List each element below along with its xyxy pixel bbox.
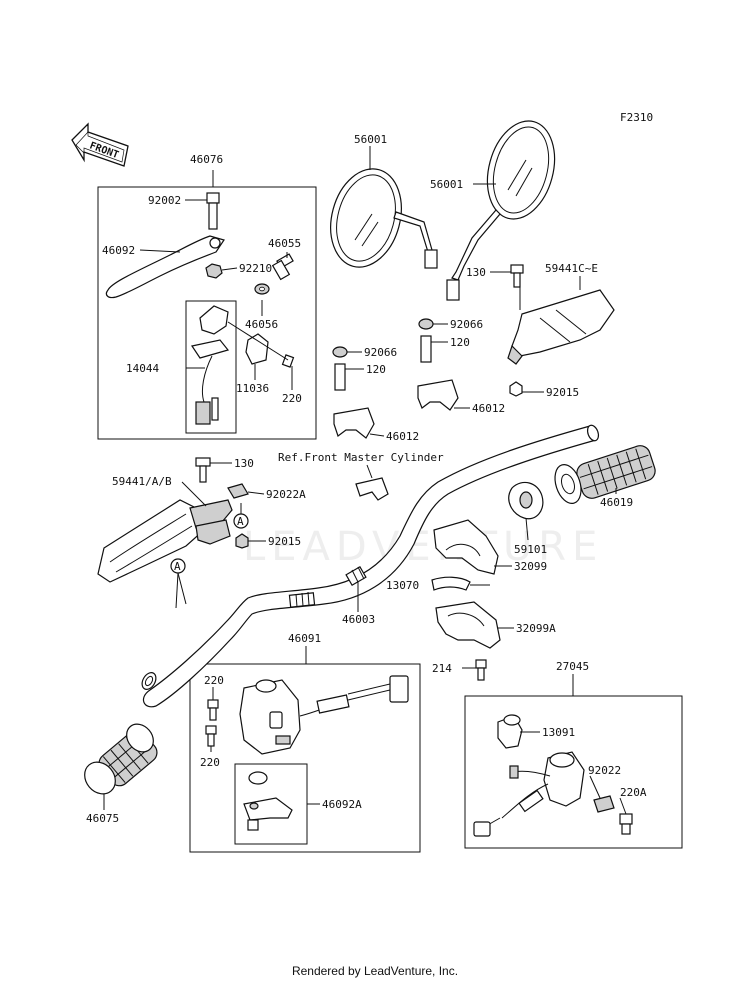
callout-92022a: 92022A [266, 488, 306, 501]
callout-92015-upper: 92015 [546, 386, 579, 399]
callout-32099a: 32099A [516, 622, 556, 635]
callout-46091: 46091 [288, 632, 321, 645]
callout-92015-lower: 92015 [268, 535, 301, 548]
bolt-92002 [206, 192, 220, 230]
screw-220-switch-lower [205, 725, 217, 747]
handlebar-46003 [141, 424, 600, 708]
callout-46056: 46056 [245, 318, 278, 331]
callout-214: 214 [432, 662, 452, 675]
bracket-11036 [245, 333, 269, 365]
throttle-switch-assembly [473, 751, 585, 837]
screw-46055 [271, 253, 294, 281]
callout-220-switch-lower: 220 [200, 756, 220, 769]
figure-code: F2310 [620, 111, 653, 124]
mirror-left-56001 [330, 168, 438, 269]
nut-92015-lower [235, 533, 249, 549]
watermark-text: LEADVENTURE [243, 524, 603, 570]
callout-120-left: 120 [366, 363, 386, 376]
clutch-lever-46092 [105, 235, 225, 299]
callout-130-lower: 130 [234, 457, 254, 470]
callout-32099: 32099 [514, 560, 547, 573]
callout-11036: 11036 [236, 382, 269, 395]
holder-46012-right [417, 379, 459, 411]
mirror-right-56001 [446, 120, 556, 301]
bolt-130-upper [510, 264, 524, 288]
bolt-130-lower [195, 457, 211, 483]
grip-46019 [554, 445, 656, 504]
lever-46092a [243, 771, 293, 831]
callout-27045: 27045 [556, 660, 589, 673]
switch-housing-46091 [239, 679, 301, 755]
callout-46075: 46075 [86, 812, 119, 825]
callout-220a: 220A [620, 786, 647, 799]
ring-13070 [431, 576, 471, 591]
callout-46092: 46092 [102, 244, 135, 257]
bolt-120-right [420, 335, 432, 363]
callout-46003: 46003 [342, 613, 375, 626]
callout-46055: 46055 [268, 237, 301, 250]
handlebar-switch-group-box [189, 663, 421, 853]
clutch-lever-group-box [97, 186, 317, 440]
throttle-housing-13091 [497, 714, 523, 749]
callout-46012-right: 46012 [472, 402, 505, 415]
front-arrow-icon: FRONT [71, 122, 129, 167]
clutch-switch-14044 [191, 305, 230, 425]
nut-92015-upper [509, 381, 523, 397]
throttle-case-32099 [433, 519, 499, 575]
callout-46019: 46019 [600, 496, 633, 509]
screw-220-switch-upper [207, 699, 219, 721]
callout-120-right: 120 [450, 336, 470, 349]
hand-guard-right-59441ce [507, 289, 615, 365]
callout-92066-right: 92066 [450, 318, 483, 331]
grip-46075 [84, 723, 158, 795]
callout-56001-right: 56001 [430, 178, 463, 191]
screw-214 [475, 659, 487, 681]
marker-a-upper-label: A [237, 515, 244, 528]
callout-92210: 92210 [239, 262, 272, 275]
callout-59441ab: 59441/A/B [112, 475, 172, 488]
clip-92022 [593, 795, 615, 813]
callout-220-switch-upper: 220 [204, 674, 224, 687]
washer-46056 [254, 283, 270, 295]
reference-note: Ref.Front Master Cylinder [278, 451, 444, 464]
switch-subgroup-box [185, 300, 237, 434]
clip-92022a [227, 483, 249, 499]
switch-wire-harness [299, 675, 409, 717]
hand-guard-left-59441ab [97, 499, 233, 583]
callout-13070: 13070 [386, 579, 419, 592]
callout-56001-left: 56001 [354, 133, 387, 146]
callout-46092a: 46092A [322, 798, 362, 811]
callout-220-upper: 220 [282, 392, 302, 405]
callout-46076: 46076 [190, 153, 223, 166]
collar-92066-left [332, 346, 348, 358]
screw-220a [619, 813, 633, 835]
callout-14044: 14044 [126, 362, 159, 375]
leader-lines [103, 146, 627, 815]
callout-92022: 92022 [588, 764, 621, 777]
marker-a-lower-label: A [174, 560, 181, 573]
throttle-pulley-59101 [508, 481, 544, 520]
callout-13091: 13091 [542, 726, 575, 739]
nut-92210 [205, 263, 223, 279]
footer-credit: Rendered by LeadVenture, Inc. [291, 964, 459, 978]
callout-92002: 92002 [148, 194, 181, 207]
holder-46012-left [333, 407, 375, 439]
screw-220-upper [281, 354, 295, 368]
callout-92066-left: 92066 [364, 346, 397, 359]
bolt-120-left [334, 363, 346, 391]
callout-46012-left: 46012 [386, 430, 419, 443]
throttle-case-32099a [435, 601, 501, 649]
callout-59101: 59101 [514, 543, 547, 556]
collar-92066-right [418, 318, 434, 330]
callout-130-upper: 130 [466, 266, 486, 279]
callout-59441ce: 59441C~E [545, 262, 598, 275]
front-master-cylinder-clamp [355, 477, 389, 501]
